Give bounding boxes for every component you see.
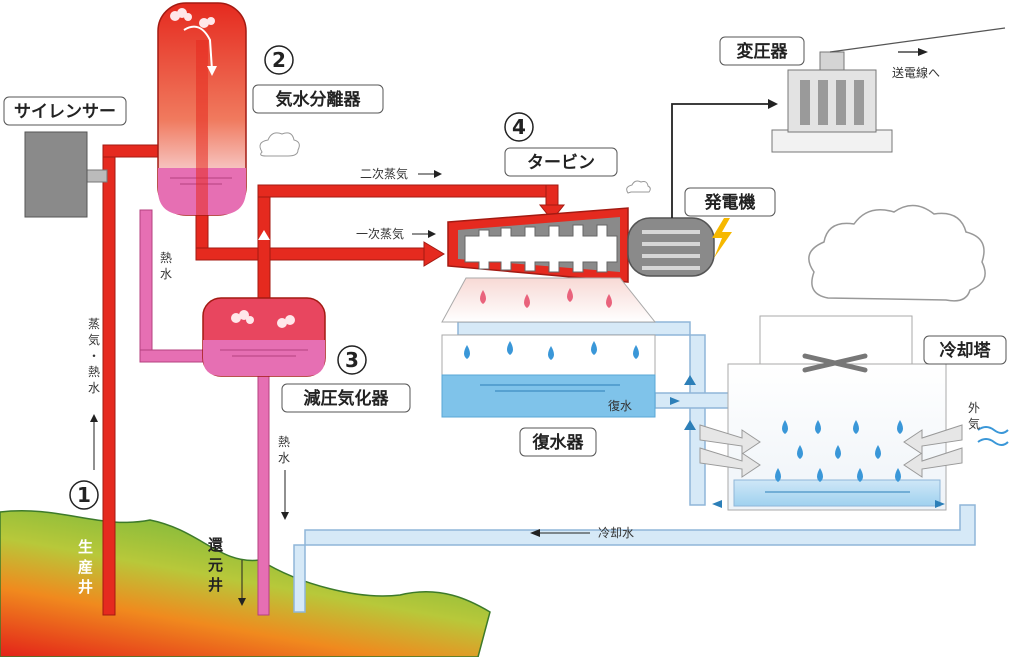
outside-air-label-1: 外 [968,401,980,415]
cooling-tower-label-box [923,335,1007,365]
cooling-tower-label: 冷却塔 [940,340,992,361]
condenser-label-box [519,427,597,457]
separator-number-circle [264,45,294,75]
fan-icon [802,353,868,373]
flow-arrows [670,375,945,508]
silencer-label-box [3,96,127,126]
condenser-water [441,374,656,418]
big-cloud [808,204,986,302]
reinjection-well-label-1: 還 [208,536,224,554]
hot-water-pipes [139,209,270,616]
separator-number: 2 [272,48,286,72]
separator-label: 気水分離器 [275,89,362,110]
transformer-base [771,129,893,153]
steam-puffs [170,8,215,28]
condenser-droplets [480,288,612,308]
condensate-label: 復水 [608,398,632,413]
transformer-label: 変圧器 [737,41,789,62]
cooling-tower-top [759,315,913,365]
reinjection-well-label-2: 元 [208,556,223,574]
generator-label: 発電機 [704,192,756,213]
primary-steam-label: 一次蒸気 [356,226,404,241]
flash-water [203,340,325,376]
small-cloud [259,132,651,194]
secondary-steam-label: 二次蒸気 [360,166,408,181]
cooling-water-label: 冷却水 [598,526,634,540]
silencer-pipe [84,169,108,183]
outside-air-label-2: 気 [968,416,980,431]
production-number: 1 [77,483,91,507]
power-line [671,103,770,218]
production-well-label-2: 産 [78,558,93,576]
lightning-icon [712,218,732,258]
silencer-box [24,131,88,218]
hot-water-label-1a: 熱 [160,251,172,265]
steam-hot-water-label-1: 蒸 [88,317,100,331]
turbine-label: タービン [527,153,595,173]
cooling-tower-basin [733,479,941,507]
generator-label-box [684,187,776,217]
reinjection-well-label-3: 井 [208,576,223,594]
hot-water-label-2b: 水 [278,451,290,465]
production-number-circle [69,480,99,510]
turbine-label-box [504,147,618,177]
separator-label-box [252,84,384,114]
tower-droplets [775,420,903,482]
production-well-label-3: 井 [78,578,93,596]
hot-water-label-2a: 熱 [278,435,290,449]
turbine-number-circle [504,112,534,142]
flash-number-circle [337,345,367,375]
to-grid-label: 送電線へ [892,65,940,80]
flash-label-box [281,383,411,413]
air-intake-arrows [699,424,963,478]
condenser-top [441,277,657,323]
steam-hot-water-label-4: 熱 [88,365,100,379]
production-well-label-1: 生 [78,538,93,556]
steam-hot-water-label-2: 気 [88,332,100,347]
turbine-number: 4 [512,115,526,139]
flash-label: 減圧気化器 [304,388,390,409]
outside-air-wave [977,426,1009,446]
steam-hot-water-label-5: 水 [88,381,100,395]
turbine-rotor [464,224,618,273]
hot-water-label-1b: 水 [160,267,172,281]
condenser-label: 復水器 [532,432,585,453]
secondary-steam-arrowhead [538,204,566,221]
flash-number: 3 [345,348,359,372]
steam-hot-water-label-3: ・ [88,349,100,363]
silencer-label: サイレンサー [14,102,116,122]
primary-steam-arrowhead [423,241,445,267]
transformer-label-box [719,36,805,66]
